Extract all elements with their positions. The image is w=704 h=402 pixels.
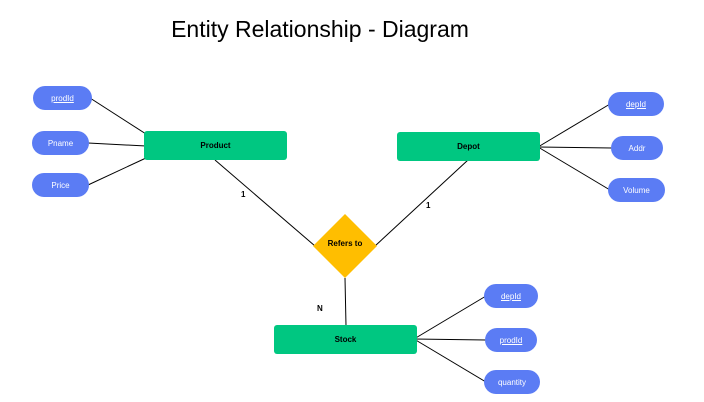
cardinality-product: 1 — [241, 190, 246, 199]
attr-label: prodId — [499, 335, 523, 345]
attr-label: Pname — [47, 138, 74, 148]
attr-label: depId — [625, 99, 647, 109]
attr-label: depId — [500, 291, 522, 301]
relationship-label: Refers to — [327, 239, 363, 248]
connector-depot-addr — [537, 146, 613, 149]
diagram-title: Entity Relationship - Diagram — [171, 16, 469, 42]
attr-label: Price — [51, 180, 70, 190]
connector-depot-depid — [537, 103, 611, 148]
cardinality-stock: N — [317, 304, 323, 313]
attr-label: Volume — [623, 185, 650, 195]
connector-product-pname — [87, 142, 147, 147]
attr-label: prodId — [51, 93, 74, 103]
relationship-diamond — [313, 214, 377, 278]
entity-stock[interactable]: Stock — [274, 325, 417, 354]
connector-stock-prodid — [413, 338, 487, 341]
connector-stock-quantity — [413, 338, 487, 383]
entity-product[interactable]: Product — [144, 131, 287, 160]
attr-stock-quantity[interactable]: quantity — [484, 370, 540, 394]
entity-depot[interactable]: Depot — [397, 132, 540, 161]
attr-product-pname[interactable]: Pname — [32, 131, 89, 155]
connector-stock-depid — [413, 295, 487, 340]
attr-depot-volume[interactable]: Volume — [608, 178, 665, 202]
connector-depot-volume — [537, 146, 611, 191]
attr-depot-depid[interactable]: depId — [608, 92, 664, 116]
attr-stock-prodid[interactable]: prodId — [485, 328, 537, 352]
attr-label: Addr — [628, 143, 646, 153]
cardinality-depot: 1 — [426, 201, 431, 210]
connector-product-price — [87, 157, 147, 186]
attr-product-prodid[interactable]: prodId — [33, 86, 92, 110]
attr-stock-depid[interactable]: depId — [484, 284, 538, 308]
connector-product-prodid — [89, 97, 147, 135]
attr-depot-addr[interactable]: Addr — [611, 136, 663, 160]
attr-product-price[interactable]: Price — [32, 173, 89, 197]
connector-depot-relationship — [374, 159, 469, 247]
connector-product-relationship — [214, 159, 316, 247]
attr-label: quantity — [497, 377, 527, 387]
connector-stock-relationship — [344, 277, 347, 327]
